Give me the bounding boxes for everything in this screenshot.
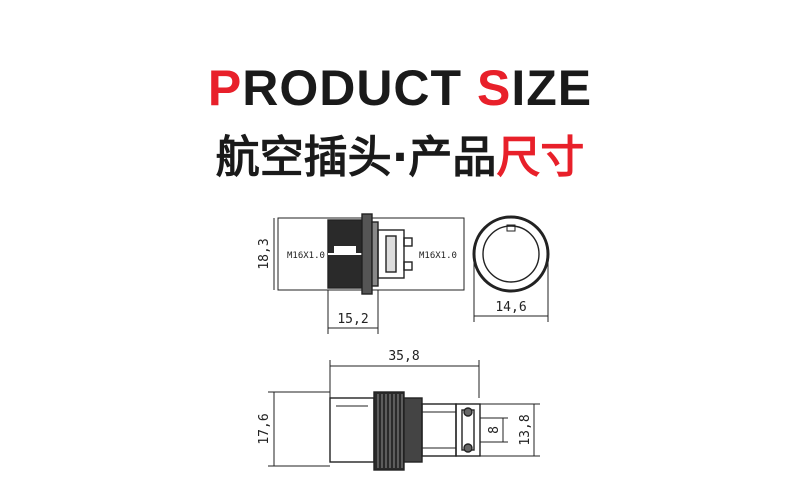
- side-height-label: 18,3: [257, 238, 272, 269]
- bottom-tail-inner-label: 8: [487, 426, 502, 434]
- side-width-label: 15,2: [337, 312, 368, 327]
- side-thread-right: M16X1.0: [419, 251, 457, 261]
- title-cn-accent: 尺寸: [496, 132, 585, 183]
- bottom-view: 35,8 17,6 13,8: [257, 349, 540, 471]
- bottom-diameter-label: 17,6: [257, 413, 272, 444]
- side-thread-left: M16X1.0: [287, 251, 325, 261]
- title-accent-p: P: [207, 60, 243, 116]
- front-view: 14,6: [472, 215, 550, 322]
- side-view: M16X1.0 M16X1.0 18,3 15,2: [257, 213, 465, 334]
- title-english: PRODUCT SIZE: [0, 58, 800, 118]
- bottom-tail-height-label: 13,8: [518, 414, 533, 445]
- title-accent-s: S: [476, 60, 512, 116]
- front-diameter-label: 14,6: [495, 300, 526, 315]
- title-en-part2: IZE: [511, 60, 593, 116]
- title-en-part1: RODUCT: [242, 60, 477, 116]
- bottom-length-label: 35,8: [388, 349, 419, 364]
- title-cn-part1: 航空插头·产品: [215, 132, 497, 183]
- knurl-pattern: [377, 394, 403, 468]
- title-chinese: 航空插头·产品尺寸: [0, 128, 800, 188]
